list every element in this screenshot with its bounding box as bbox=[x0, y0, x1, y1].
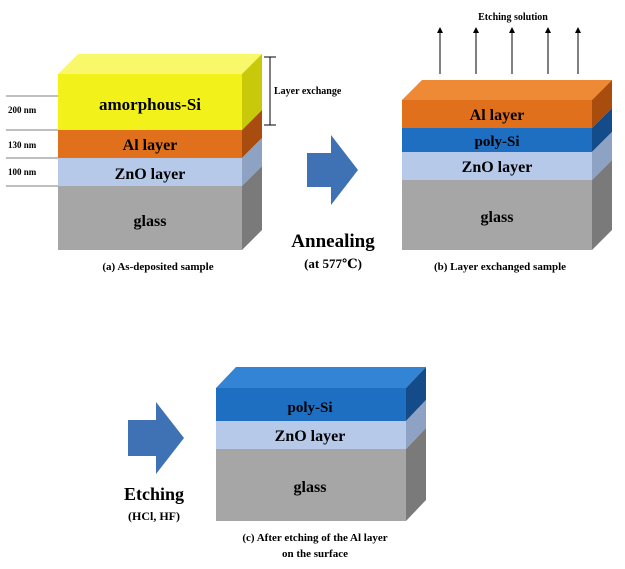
etching-arrow-icon bbox=[128, 402, 184, 474]
panel-a-layer-glass bbox=[58, 186, 242, 250]
panel-a-layer-zno bbox=[58, 158, 242, 186]
layer-exchange-label: Layer exchange bbox=[274, 86, 342, 97]
panel-b-side-poly-si bbox=[592, 108, 612, 152]
panel-a-label-al: Al layer bbox=[123, 137, 178, 154]
panel-a-label-glass: glass bbox=[134, 213, 167, 230]
panel-c-side-poly-si bbox=[406, 367, 426, 421]
annealing-arrow-icon bbox=[307, 135, 358, 205]
panel-b-layer-al bbox=[402, 100, 592, 128]
panel-b-side-zno bbox=[592, 132, 612, 180]
annealing-condition: (at 577℃) bbox=[304, 256, 362, 271]
panel-b-side-glass bbox=[592, 160, 612, 250]
panel-b-top-face bbox=[402, 80, 612, 100]
panel-b-layer-glass bbox=[402, 180, 592, 250]
thickness-130nm: 130 nm bbox=[8, 140, 37, 150]
panel-c-label-zno: ZnO layer bbox=[275, 428, 346, 445]
panel-b-label-zno: ZnO layer bbox=[462, 159, 533, 176]
panel-a-side-zno bbox=[242, 138, 262, 186]
etching-label: Etching bbox=[124, 484, 184, 504]
panel-c-side-glass bbox=[406, 428, 426, 521]
panel-a-stack bbox=[58, 54, 262, 250]
panel-c-label-poly-si: poly-Si bbox=[287, 400, 332, 416]
panel-a-layer-amorphous-si bbox=[58, 74, 242, 130]
panel-a-label-zno: ZnO layer bbox=[115, 166, 186, 183]
panel-c-layer-glass bbox=[216, 449, 406, 521]
panel-b-stack bbox=[402, 80, 612, 250]
panel-c-layer-zno bbox=[216, 421, 406, 449]
panel-a-caption: (a) As-deposited sample bbox=[102, 261, 213, 273]
panel-b-label-glass: glass bbox=[481, 209, 514, 226]
panel-a-side-al bbox=[242, 110, 262, 158]
panel-a-label-amorphous-si: amorphous-Si bbox=[99, 95, 201, 114]
panel-a-layer-al bbox=[58, 130, 242, 158]
panel-b-layer-zno bbox=[402, 152, 592, 180]
etching-solution-label: Etching solution bbox=[478, 12, 548, 23]
panel-b-layer-poly-si bbox=[402, 128, 592, 152]
panel-b-caption: (b) Layer exchanged sample bbox=[434, 261, 566, 273]
panel-c-top-face bbox=[216, 367, 426, 388]
panel-b-side-al bbox=[592, 80, 612, 128]
panel-a-side-glass bbox=[242, 166, 262, 250]
panel-c-side-zno bbox=[406, 400, 426, 449]
panel-c-label-glass: glass bbox=[294, 479, 327, 496]
panel-a-top-face bbox=[58, 54, 262, 74]
panel-c-layer-poly-si bbox=[216, 388, 406, 421]
panel-c-stack bbox=[216, 367, 426, 521]
panel-b-label-poly-si: poly-Si bbox=[474, 134, 519, 150]
layer-exchange-bracket bbox=[264, 56, 276, 126]
panel-c-caption-line2: on the surface bbox=[282, 548, 348, 560]
annealing-label: Annealing bbox=[291, 231, 375, 252]
panel-b-label-al: Al layer bbox=[470, 107, 525, 124]
etching-condition: (HCl, HF) bbox=[128, 509, 180, 523]
panel-c-caption-line1: (c) After etching of the Al layer bbox=[242, 532, 387, 544]
thickness-200nm: 200 nm bbox=[8, 105, 37, 115]
thickness-markers bbox=[6, 95, 58, 187]
panel-a-side-amorphous-si bbox=[242, 54, 262, 130]
thickness-100nm: 100 nm bbox=[8, 167, 37, 177]
etching-solution-arrows bbox=[437, 27, 581, 74]
